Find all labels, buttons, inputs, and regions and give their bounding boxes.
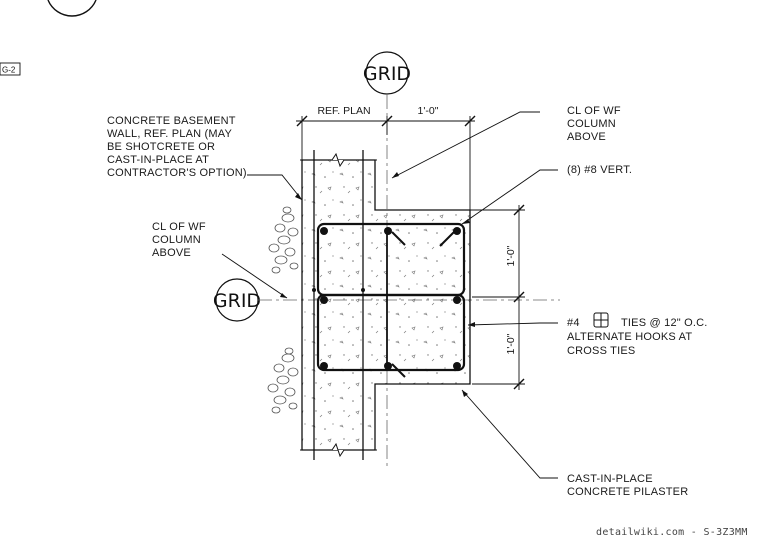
leader-lines: [221, 111, 558, 479]
note-line: BE SHOTCRETE OR: [107, 141, 215, 153]
note-line: COLUMN: [567, 118, 616, 130]
note-line: ABOVE: [152, 247, 191, 259]
note-line: #4: [567, 317, 580, 329]
tie-lower: [316, 293, 466, 372]
concrete-outline: [301, 159, 471, 451]
sheet-ref-tag: G-2: [0, 62, 21, 76]
note-vert-bars: (8) #8 VERT.: [567, 164, 632, 176]
tie-symbol-icon: [593, 312, 609, 328]
vert-bar: [320, 227, 328, 235]
tie-hook-top: [391, 231, 406, 246]
soil-gravel-hatch: [267, 206, 299, 414]
note-line: CONCRETE BASEMENT: [107, 115, 236, 127]
grid-bubble-top: GRID: [363, 51, 411, 95]
note-basement-wall: CONCRETE BASEMENT WALL, REF. PLAN (MAY B…: [107, 115, 247, 179]
note-line: WALL, REF. PLAN (MAY: [107, 128, 232, 140]
note-line: ABOVE: [567, 131, 606, 143]
vert-bar: [453, 296, 461, 304]
top-dimension-string: [296, 115, 476, 210]
vert-bar: [453, 362, 461, 370]
note-line: ALTERNATE HOOKS AT: [567, 331, 692, 343]
watermark: detailwiki.com - S-3Z3MM: [596, 527, 748, 538]
grid-bubble-left: GRID: [213, 278, 261, 322]
note-line: TIES @ 12" O.C.: [621, 317, 708, 329]
note-line: CL OF WF: [567, 105, 621, 117]
note-line: CONTRACTOR'S OPTION): [107, 167, 247, 179]
dim-lower-bay: 1'-0": [505, 333, 517, 354]
note-pilaster: CAST-IN-PLACE CONCRETE PILASTER: [567, 473, 688, 498]
vert-bar: [453, 227, 461, 235]
note-line: CL OF WF: [152, 221, 206, 233]
note-ties: #4 TIES @ 12" O.C. ALTERNATE HOOKS AT CR…: [567, 312, 708, 357]
sheet-ref-label: G-2: [2, 66, 16, 75]
dim-upper-bay: 1'-0": [505, 245, 517, 266]
tie-hook-bottom: [391, 363, 406, 378]
note-cl-column-left: CL OF WF COLUMN ABOVE: [152, 221, 206, 259]
grid-label-top: GRID: [363, 63, 411, 85]
note-line: COLUMN: [152, 234, 201, 246]
wall-break-lines: [300, 152, 377, 458]
vert-bar: [320, 362, 328, 370]
note-line: CAST-IN-PLACE: [567, 473, 653, 485]
note-line: CONCRETE PILASTER: [567, 486, 688, 498]
grid-label-left: GRID: [213, 290, 261, 312]
partial-grid-bubble: [47, 0, 97, 17]
tie-hook-top-right: [439, 231, 455, 247]
note-cl-column-right: CL OF WF COLUMN ABOVE: [567, 105, 621, 143]
note-line: CAST-IN-PLACE AT: [107, 154, 209, 166]
wall-bar-dot: [361, 288, 365, 292]
vertical-bars: [320, 227, 461, 370]
dim-top-offset: 1'-0": [418, 105, 439, 117]
right-dimension-string: [470, 204, 525, 390]
vert-bar: [320, 296, 328, 304]
vert-bar: [384, 362, 392, 370]
leader-arrowheads: [280, 172, 475, 397]
note-line: CROSS TIES: [567, 345, 635, 357]
wall-bar-dot: [312, 288, 316, 292]
vert-bar: [384, 227, 392, 235]
dim-ref-plan: REF. PLAN: [317, 105, 370, 117]
